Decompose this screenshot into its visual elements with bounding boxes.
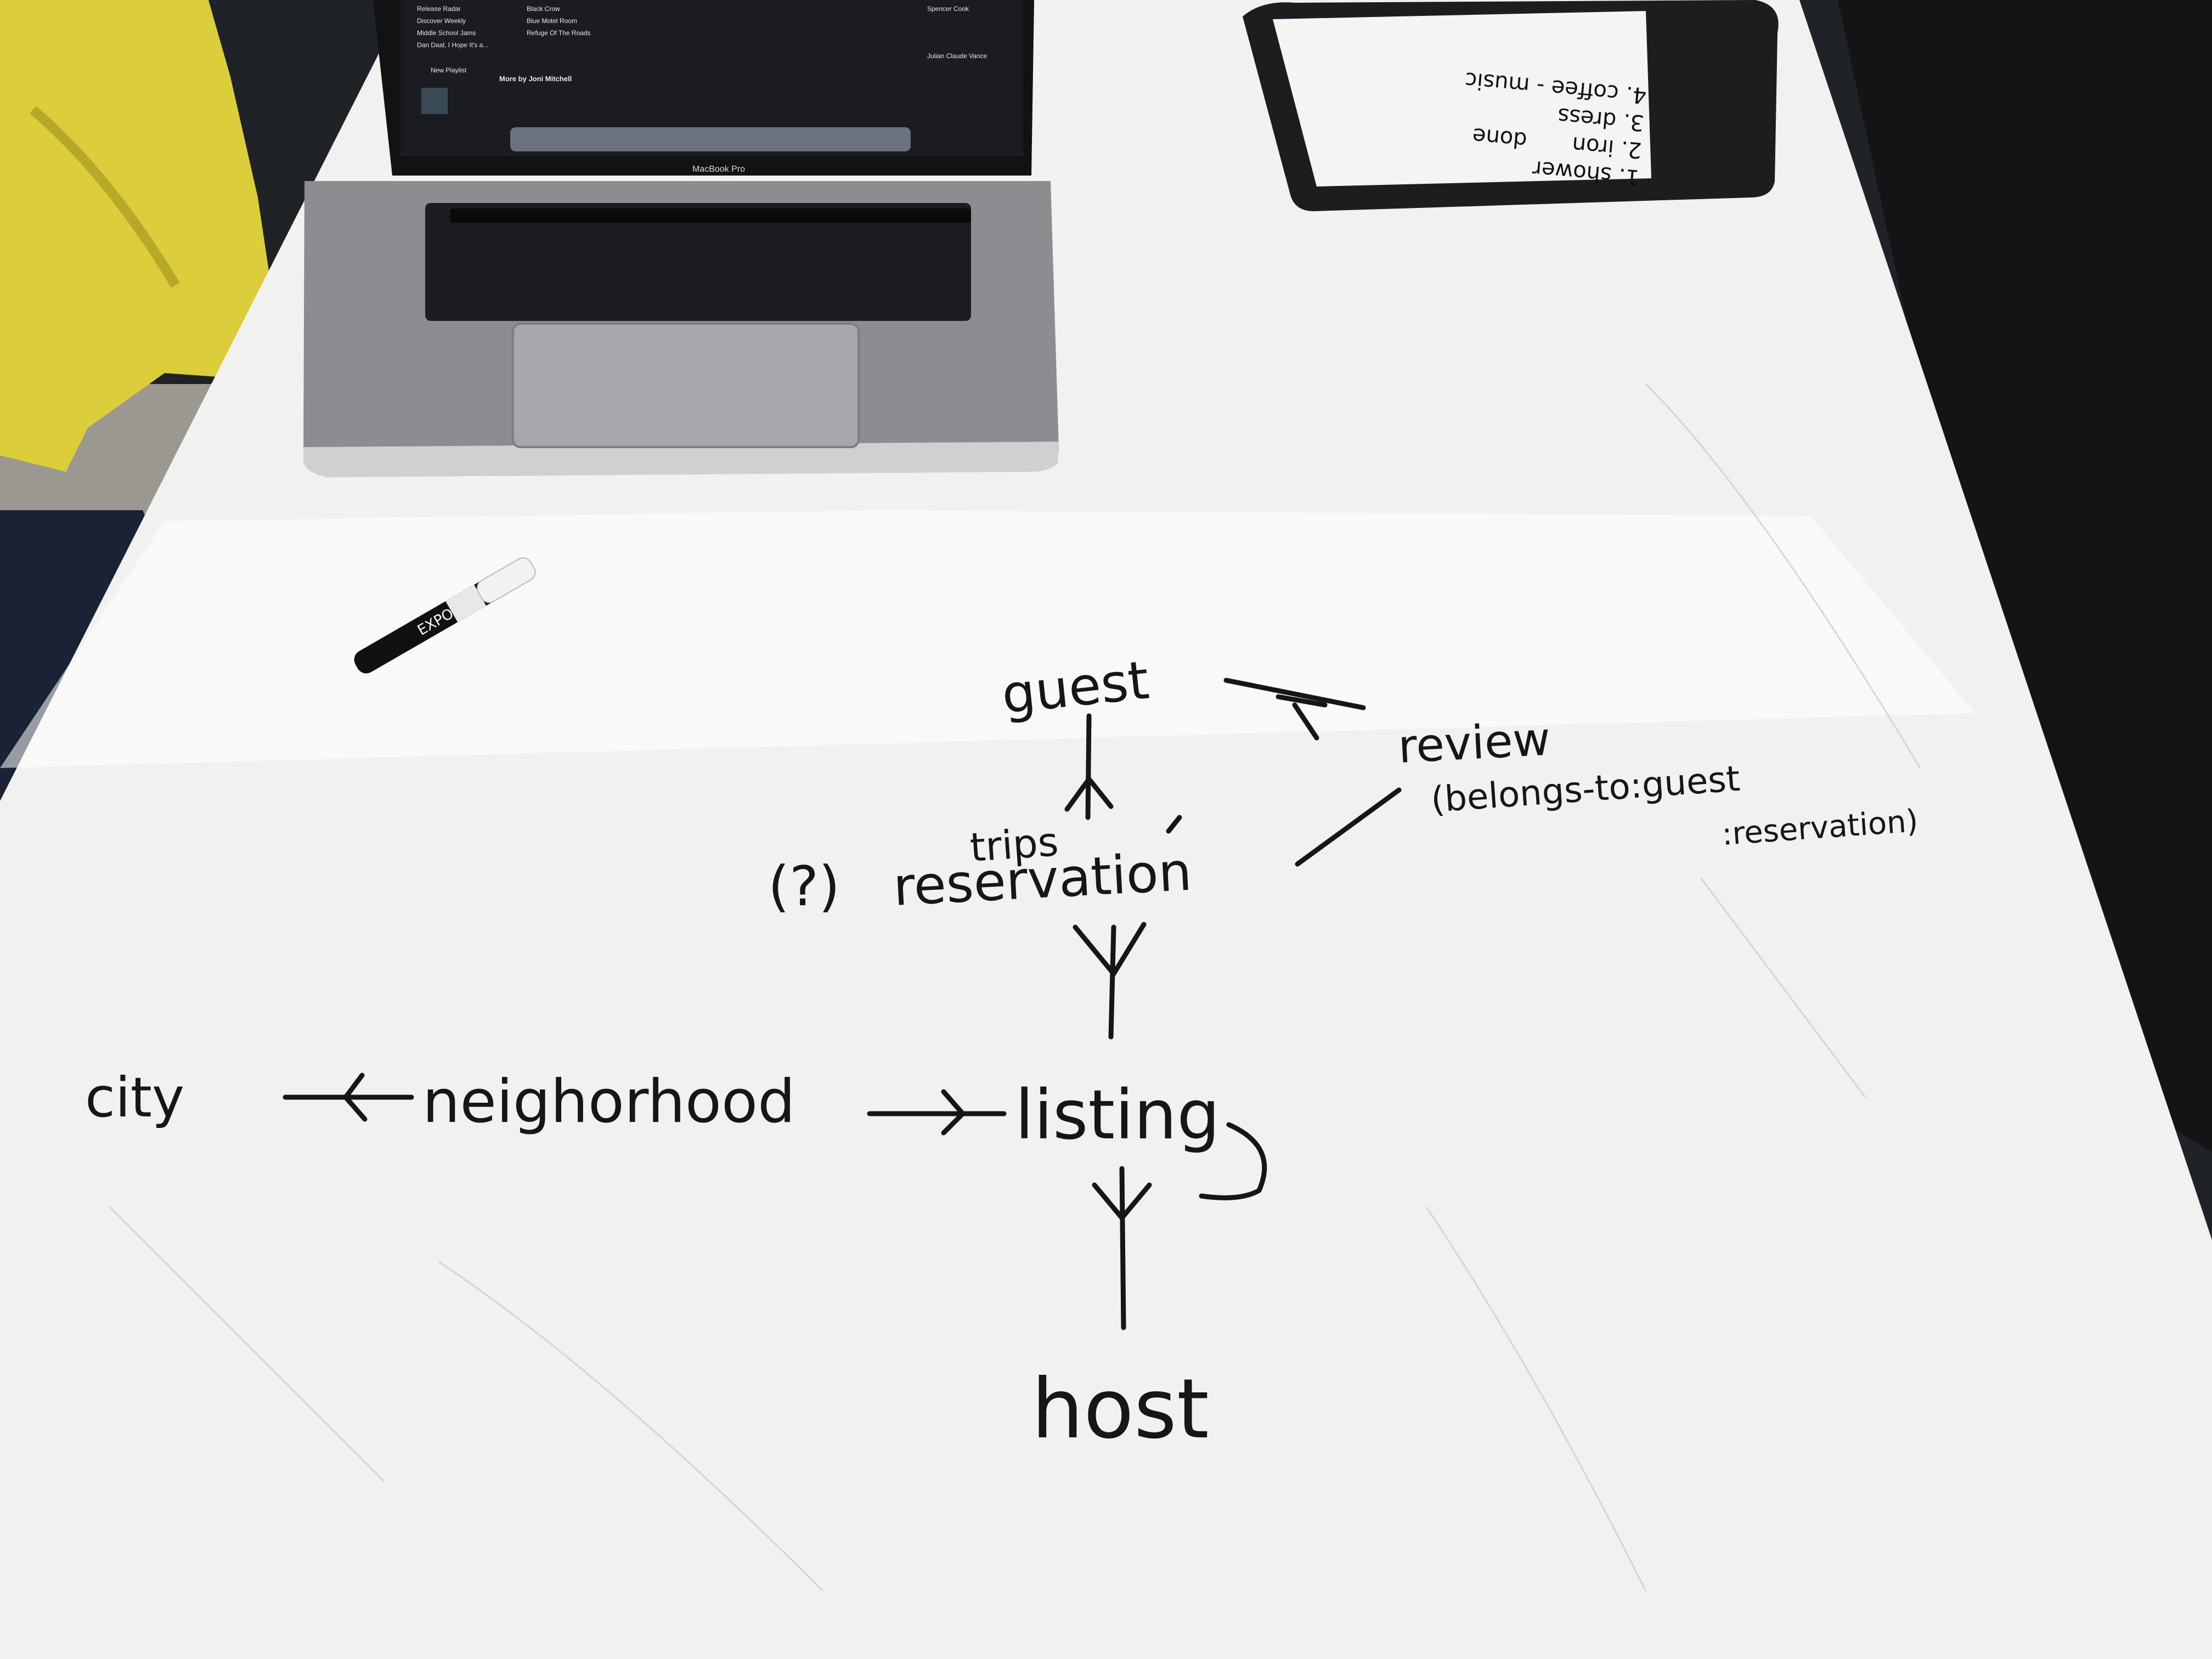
laptop: MacBook Pro Release Radar Discover Weekl…	[303, 0, 1059, 477]
screen-track-2: Blue Motel Room	[527, 17, 577, 25]
tick-reservation	[1166, 815, 1182, 834]
screen-playlist-2: Discover Weekly	[417, 17, 466, 25]
node-host: host	[1031, 1362, 1209, 1457]
node-review: review	[1397, 712, 1552, 774]
scratch	[1700, 877, 1866, 1098]
table-scratches	[109, 383, 1921, 1592]
screen-playlist-1: Release Radar	[417, 5, 461, 13]
edge-reservation-guest	[1085, 713, 1092, 820]
screen-playlist-4: Dan Daal, I Hope It's a...	[417, 41, 488, 49]
screen-album-art	[421, 88, 448, 114]
laptop-touchbar	[450, 208, 971, 223]
screen-new-playlist: New Playlist	[431, 66, 467, 74]
crowfoot-reservation-listing	[1073, 922, 1147, 977]
screen-playlist-3: Middle School Jams	[417, 29, 476, 37]
listing-curl	[1199, 1122, 1267, 1200]
scratch	[109, 1206, 385, 1482]
laptop-trackpad	[512, 323, 860, 448]
crowfoot-listing-host	[1092, 1182, 1152, 1221]
scratch	[1645, 383, 1921, 769]
screen-track-3: Refuge Of The Roads	[527, 29, 591, 37]
laptop-model-label: MacBook Pro	[692, 165, 745, 174]
scratch	[438, 1261, 824, 1592]
edge-guest-review	[1223, 678, 1366, 710]
mini-board-item-5: done	[1471, 123, 1528, 153]
screen-section-title: More by Joni Mitchell	[499, 75, 572, 83]
node-listing: listing	[1015, 1076, 1220, 1155]
node-guest: guest	[999, 649, 1152, 725]
mini-whiteboard: 1. shower 2. iron 3. dress 4. coffee - m…	[1243, 0, 1779, 211]
node-trips: trips	[968, 819, 1060, 871]
jacket-fold	[30, 106, 180, 288]
arrow-neighborhood-city	[343, 1073, 368, 1122]
node-neighborhood: neighorhood	[422, 1068, 795, 1136]
yellow-jacket	[0, 0, 274, 472]
screen-friend-1: Spencer Cook	[927, 5, 969, 13]
laptop-base-edge	[303, 442, 1059, 477]
mini-whiteboard-surface	[1273, 11, 1651, 187]
laptop-keyboard	[425, 203, 971, 321]
screen-track-1: Black Crow	[527, 5, 560, 13]
mini-board-item-2: 2. iron	[1571, 132, 1643, 163]
node-question: (?)	[768, 854, 840, 918]
arrow-listing-neighborhood	[941, 1089, 966, 1136]
edge-reservation-listing	[1108, 924, 1116, 1040]
screen-friend-2: Julian Claude Vance	[927, 52, 988, 60]
crowfoot-reservation-guest	[1064, 776, 1114, 812]
edge-reservation-review	[1295, 787, 1402, 867]
laptop-dock	[510, 127, 911, 151]
right-chair	[1838, 0, 2212, 1152]
scratch	[1425, 1206, 1647, 1592]
node-city: city	[85, 1065, 184, 1130]
diagram: guest review (belongs-to:guest :reservat…	[85, 649, 1919, 1457]
crowfoot-guest-review	[1276, 694, 1328, 741]
edge-listing-host	[1119, 1166, 1126, 1330]
marker-band	[445, 584, 487, 623]
marker-cap	[477, 557, 536, 603]
